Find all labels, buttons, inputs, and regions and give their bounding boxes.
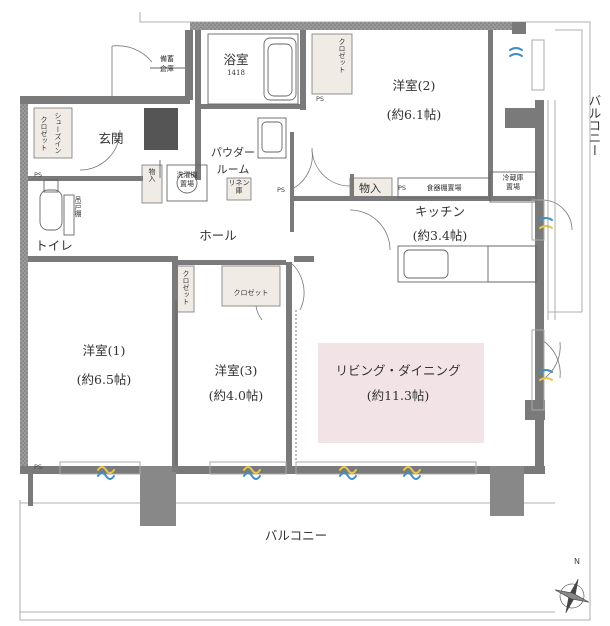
spare-storage-line2: 倉庫 [160, 65, 174, 73]
living-dining-area: (約11.3帖) [366, 388, 430, 403]
closet-western-3-label: クロゼット [233, 289, 269, 297]
kitchen-area: (約3.4帖) [412, 228, 468, 243]
powder-room-line1: パウダー [211, 146, 255, 159]
toilet-shelf-label: 吊戸棚 [74, 196, 82, 217]
walls [20, 22, 545, 526]
shoes-closet-line1: シューズイン [54, 112, 62, 154]
closet-fills [33, 33, 393, 313]
balcony-south-label: バルコニー [264, 528, 328, 543]
ps-marker: PS [34, 171, 43, 179]
ps-marker: PS [316, 95, 325, 103]
balcony-rails-east [547, 100, 556, 320]
kitchen-name: キッチン [414, 204, 466, 219]
western-room-2-name: 洋室(2) [392, 78, 436, 93]
ventilation-marks [97, 47, 553, 480]
closet-hall-label: クロゼット [182, 270, 190, 305]
door-swings [79, 45, 573, 381]
western-room-2-area: (約6.1帖) [386, 107, 442, 122]
pantry-space-label: 食器棚置場 [426, 184, 462, 192]
powder-room-line2: ルーム [216, 163, 250, 176]
kitchen-storage-label: 物入 [359, 182, 381, 195]
bath-size: 1418 [227, 69, 245, 77]
western-room-3-area: (約4.0帖) [208, 388, 264, 403]
hall-label: ホール [199, 228, 237, 243]
shoes-closet-line2: クロゼット [40, 116, 48, 151]
fridge-space-line2: 置場 [506, 183, 520, 191]
toilet-label: トイレ [35, 238, 73, 253]
linen-line2: 庫 [235, 187, 243, 195]
western-room-1-name: 洋室(1) [82, 343, 126, 358]
fridge-space-line1: 冷蔵庫 [502, 174, 524, 182]
interior-lines [39, 33, 537, 466]
spare-storage-line1: 備蓄 [160, 55, 174, 63]
western-room-1-area: (約6.5帖) [76, 372, 132, 387]
balcony-east-label: バルコニー [586, 94, 602, 157]
entrance-label: 玄関 [98, 131, 124, 146]
compass-rose [554, 578, 590, 614]
closet-western-2-label: クロゼット [338, 38, 346, 73]
bath-label: 浴室 [223, 52, 249, 67]
washer-space-line1: 洗濯機 [176, 171, 198, 179]
compass-north-label: N [574, 557, 580, 566]
ps-marker: PS [277, 186, 286, 194]
western-room-3-name: 洋室(3) [214, 363, 258, 378]
ps-marker: PS [34, 463, 43, 471]
washer-space-line2: 置場 [180, 180, 194, 188]
hall-storage-label: 物入 [148, 168, 156, 182]
living-dining-name: リビング・ダイニング [335, 363, 461, 378]
linen-line1: リネン [228, 179, 250, 187]
living-room-tint [318, 343, 484, 443]
ps-marker: PS [398, 184, 407, 192]
